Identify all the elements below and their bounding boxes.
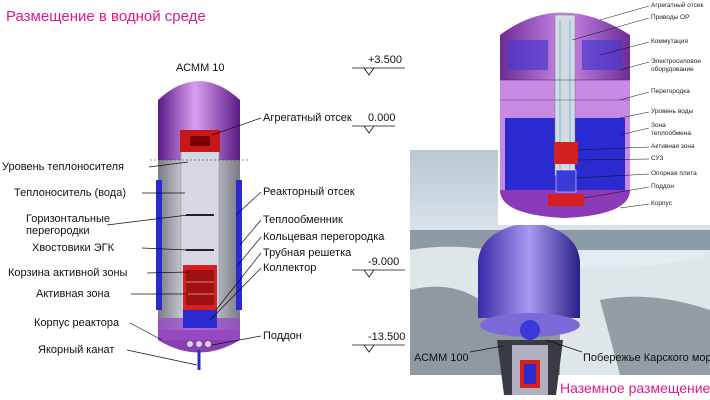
ground-leaders: [469, 339, 583, 353]
left-leaders: [106, 161, 198, 366]
inset-label-support-plate: Опорная плита: [651, 170, 697, 177]
inset-label-vessel: Корпус: [651, 200, 672, 207]
inset-label-suz: СУЗ: [651, 155, 664, 162]
label-active-zone: Активная зона: [36, 288, 110, 300]
title-water: Размещение в водной среде: [6, 8, 206, 25]
inset-label-power-2: оборудование: [651, 66, 694, 73]
level-minus-13500: -13.500: [368, 331, 406, 343]
level-0000: 0.000: [368, 112, 396, 124]
inset-label-drives: Приводы ОР: [651, 14, 690, 21]
label-anchor-rope: Якорный канат: [38, 344, 115, 356]
inset-label-aggregate: Агрегатный отсек: [651, 2, 704, 9]
label-coolant-level: Уровень теплоносителя: [2, 161, 124, 173]
main-unit-label: АСММ 10: [176, 62, 225, 74]
label-pallet: Поддон: [263, 330, 302, 342]
inset-label-commutation: Коммутация: [651, 38, 689, 45]
inset-leaders: [571, 5, 650, 209]
inset-label-zone-2: теплообмена: [651, 130, 692, 137]
inset-label-active-zone: Активная зона: [651, 143, 695, 150]
label-reactor-compartment: Реакторный отсек: [263, 186, 355, 198]
label-ground-unit: АСММ 100: [414, 352, 469, 364]
level-minus-9000: -9.000: [368, 256, 400, 268]
label-horizontal-partitions-2: перегородки: [26, 225, 90, 237]
label-coast: Побережье Карского моря: [583, 352, 710, 364]
label-tube-sheet: Трубная решетка: [263, 247, 352, 259]
inset-label-zone-1: Зона: [651, 122, 666, 129]
inset-label-power-1: Электросиловое: [651, 58, 701, 65]
main-vessel: [150, 81, 248, 370]
level-plus-3500: +3.500: [368, 54, 402, 66]
title-ground: Наземное размещение: [560, 380, 710, 396]
ground-dome: [478, 222, 580, 395]
label-aggregate-compartment: Агрегатный отсек: [263, 112, 352, 124]
label-coolant-water: Теплоноситель (вода): [14, 187, 127, 199]
inset-label-partition: Перегородка: [651, 88, 690, 95]
label-core-basket: Корзина активной зоны: [8, 267, 128, 279]
label-horizontal-partitions-1: Горизонтальные: [26, 213, 110, 225]
right-leaders: [209, 117, 262, 346]
label-ring-partition: Кольцевая перегородка: [263, 231, 385, 243]
label-egk-tails: Хвостовики ЭГК: [32, 242, 114, 254]
label-reactor-vessel: Корпус реактора: [34, 317, 120, 329]
inset-section: [498, 0, 710, 225]
label-collector: Коллектор: [263, 262, 317, 274]
inset-label-pallet: Поддон: [651, 183, 674, 190]
level-markers: [352, 67, 405, 353]
inset-label-water-level: Уровень воды: [651, 108, 694, 115]
label-heat-exchanger: Теплообменник: [263, 214, 343, 226]
